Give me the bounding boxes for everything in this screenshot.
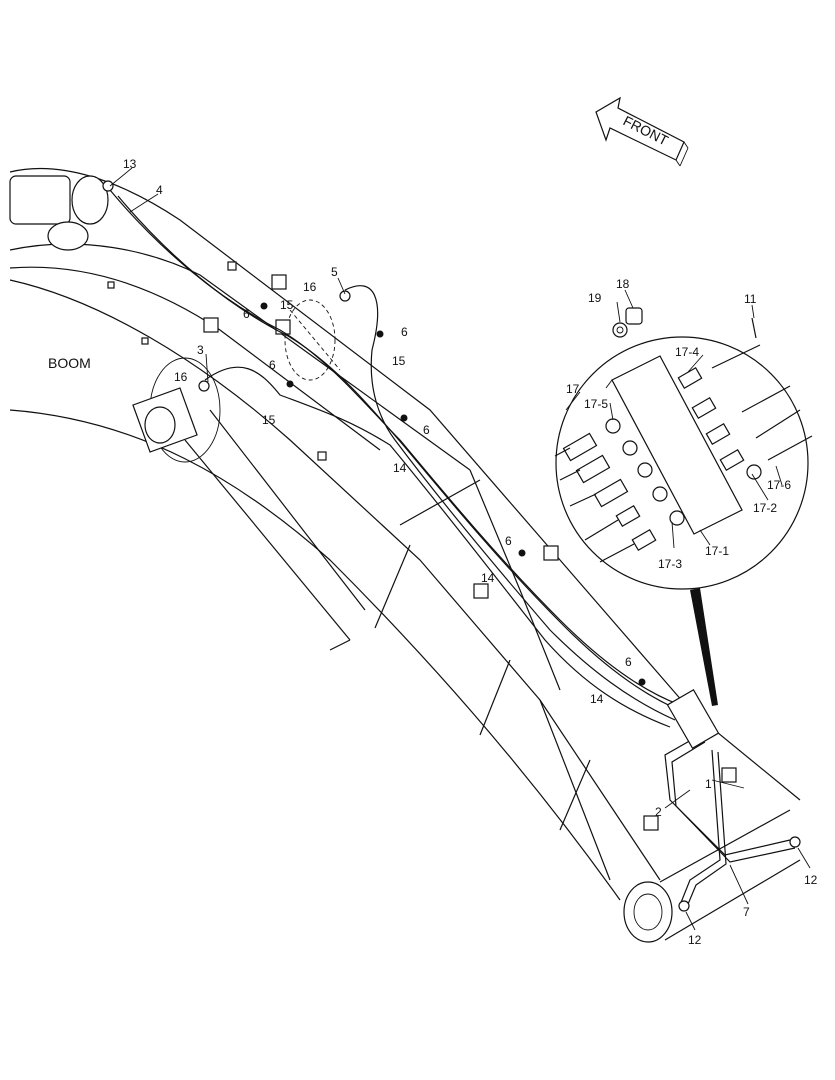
boom-label: BOOM (48, 355, 91, 371)
callout-15: 15 (280, 298, 294, 312)
callout-2: 2 (655, 805, 662, 819)
callout-17-5: 17-5 (584, 397, 608, 411)
fittings (102, 180, 801, 912)
callout-17: 17 (566, 382, 580, 396)
callout-7: 7 (743, 905, 750, 919)
callout-15: 15 (392, 354, 406, 368)
callout-6: 6 (243, 307, 250, 321)
callout-12: 12 (688, 933, 702, 947)
callout-19: 19 (588, 291, 602, 305)
callout-14: 14 (481, 571, 495, 585)
callout-17-1: 17-1 (705, 544, 729, 558)
callout-16: 16 (174, 370, 188, 384)
callout-17-6: 17-6 (767, 478, 791, 492)
callout-13: 13 (123, 157, 137, 171)
callout-12: 12 (804, 873, 818, 887)
callouts: 1 2 3 4 5 6 6 6 6 6 6 7 11 12 12 13 14 1… (123, 157, 818, 947)
boom-structure (9, 167, 801, 943)
callout-3: 3 (197, 343, 204, 357)
callout-14: 14 (393, 461, 407, 475)
callout-6: 6 (423, 423, 430, 437)
callout-16: 16 (303, 280, 317, 294)
callout-17-2: 17-2 (753, 501, 777, 515)
callout-15: 15 (262, 413, 276, 427)
callout-6: 6 (625, 655, 632, 669)
callout-1: 1 (705, 777, 712, 791)
callout-4: 4 (156, 183, 163, 197)
callout-6: 6 (505, 534, 512, 548)
callout-17-3: 17-3 (658, 557, 682, 571)
callout-11: 11 (744, 292, 757, 306)
callout-14: 14 (590, 692, 604, 706)
callout-6: 6 (401, 325, 408, 339)
callout-18: 18 (616, 277, 630, 291)
hose-lines (109, 189, 796, 910)
callout-5: 5 (331, 265, 338, 279)
callout-17-4: 17-4 (675, 345, 699, 359)
front-arrow: FRONT (595, 96, 689, 167)
leader-lines (109, 167, 811, 931)
detail-view (554, 307, 813, 706)
callout-6: 6 (269, 358, 276, 372)
